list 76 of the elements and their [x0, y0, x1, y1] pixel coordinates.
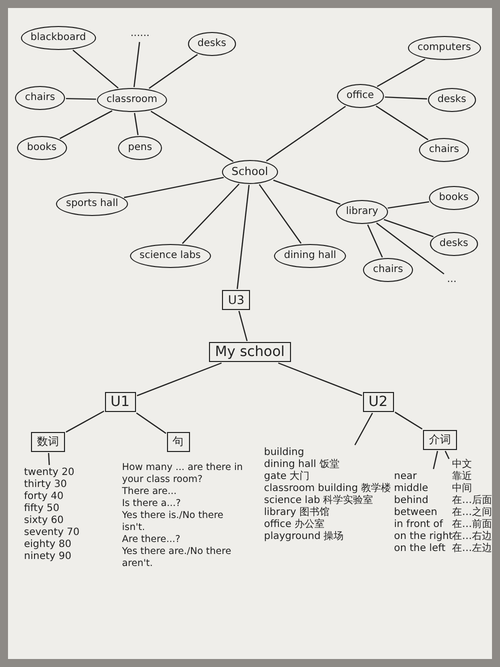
list-item: 在…之间: [452, 507, 492, 519]
dots-text: ...: [445, 273, 459, 287]
list-item: behind: [394, 495, 430, 507]
list-item: classroom building 教学楼: [264, 483, 392, 494]
list-item: dining hall 饭堂: [264, 459, 340, 470]
list-item: thirty 30: [24, 479, 68, 491]
list-item: between: [394, 507, 438, 519]
connector-line: [182, 184, 240, 244]
connector-line: [376, 106, 428, 140]
sentence-text: How many ... are there in your class room?: [122, 462, 244, 486]
list-item: ninety 90: [24, 551, 72, 563]
topic-box: 数词: [31, 432, 65, 452]
connector-line: [444, 450, 450, 460]
connector-line: [376, 222, 444, 274]
connector-line: [236, 184, 250, 290]
list-item: 中间: [452, 483, 472, 495]
topic-box: U1: [104, 392, 136, 412]
list-item: in front of: [394, 519, 444, 531]
connector-line: [148, 54, 198, 89]
connector-line: [278, 362, 362, 396]
connector-line: [258, 184, 302, 244]
connector-line: [384, 96, 428, 100]
connector-line: [388, 201, 430, 209]
list-item: playground 操场: [264, 531, 345, 543]
list-item: twenty 20: [24, 467, 76, 479]
list-item: on the right: [394, 531, 453, 543]
sentence-text: Are there...?: [122, 534, 182, 546]
topic-box: My school: [209, 342, 291, 362]
sentence-text: Yes there are./No there aren't.: [122, 546, 232, 570]
connector-line: [150, 110, 234, 162]
list-item: near: [394, 471, 418, 483]
list-item: on the left: [394, 543, 446, 555]
list-item: 中文: [452, 459, 473, 470]
list-item: 在…前面: [452, 519, 492, 530]
list-item: 在…左边: [452, 543, 492, 555]
connector-line: [238, 310, 248, 342]
connector-line: [124, 176, 224, 198]
list-item: office 办公室: [264, 519, 326, 531]
list-item: eighty 80: [24, 539, 72, 551]
list-item: 在…后面: [452, 495, 492, 506]
connector-line: [273, 180, 341, 205]
connector-line: [66, 98, 96, 100]
topic-box: 句: [166, 432, 190, 452]
connector-line: [66, 410, 104, 433]
sentence-text: Yes there is./No there isn't.: [122, 510, 224, 534]
topic-box: 介词: [423, 430, 457, 450]
list-item: science lab 科学实验室: [264, 495, 374, 506]
connector-line: [134, 112, 139, 136]
list-item: 靠近: [452, 471, 473, 482]
connector-line: [384, 219, 434, 238]
connector-line: [133, 42, 140, 88]
connector-line: [354, 412, 373, 446]
connector-line: [136, 362, 222, 396]
list-item: library 图书馆: [264, 507, 330, 518]
connector-line: [432, 450, 438, 470]
list-item: 在…右边: [452, 531, 492, 542]
connector-line: [72, 50, 119, 88]
list-item: sixty 60: [24, 515, 65, 527]
connector-line: [60, 110, 112, 140]
connector-line: [48, 452, 50, 466]
list-item: building: [264, 447, 306, 459]
connector-line: [136, 412, 166, 434]
list-item: seventy 70: [24, 527, 80, 539]
list-item: fifty 50: [24, 503, 60, 515]
connector-line: [266, 106, 346, 162]
list-item: middle: [394, 483, 430, 495]
list-item: gate 大门: [264, 471, 311, 483]
sentence-text: Is there a...?: [122, 498, 182, 510]
connector-line: [376, 58, 426, 87]
topic-box: U2: [362, 392, 394, 412]
topic-box: U3: [222, 290, 250, 310]
connector-line: [367, 224, 383, 258]
connector-line: [394, 412, 423, 430]
dots-text: ......: [128, 27, 152, 41]
list-item: forty 40: [24, 491, 64, 503]
sentence-text: There are...: [122, 486, 178, 498]
